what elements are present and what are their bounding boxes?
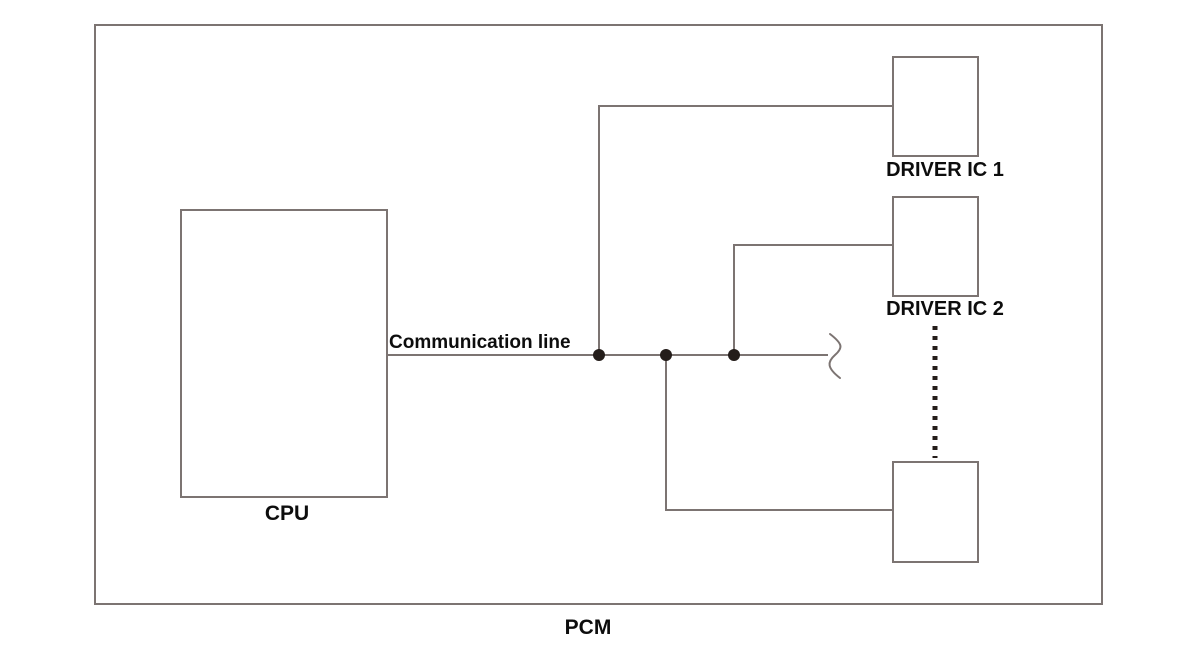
driver-ic-2-block[interactable] <box>892 196 979 297</box>
pcm-enclosure-label: PCM <box>564 616 612 639</box>
branch-to-driver-ic-n <box>665 355 893 511</box>
cpu-block-label: CPU <box>264 502 310 525</box>
driver-ic-1-block[interactable] <box>892 56 979 157</box>
line-break-squiggle-icon <box>828 333 842 379</box>
communication-line-label: Communication line <box>389 332 571 353</box>
pcm-enclosure-box <box>94 24 1103 605</box>
junction-dot-3 <box>728 349 740 361</box>
junction-dot-1 <box>593 349 605 361</box>
branch-to-driver-ic-1 <box>598 105 893 355</box>
driver-ic-1-label: DRIVER IC 1 <box>886 159 1004 181</box>
driver-ic-n-block[interactable] <box>892 461 979 563</box>
driver-ic-2-label: DRIVER IC 2 <box>886 298 1004 320</box>
cpu-block[interactable] <box>180 209 388 498</box>
junction-dot-2 <box>660 349 672 361</box>
branch-to-driver-ic-2 <box>733 244 893 355</box>
